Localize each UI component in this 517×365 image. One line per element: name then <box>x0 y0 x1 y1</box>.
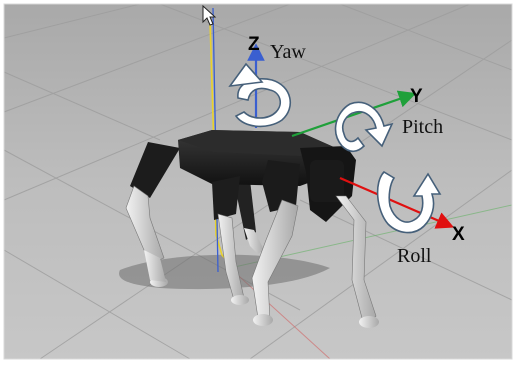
ground-grid <box>3 3 513 360</box>
mouse-cursor-icon <box>202 4 217 26</box>
x-axis-label: X <box>452 224 465 245</box>
robot-body <box>178 130 356 222</box>
front-right-leg <box>251 160 379 328</box>
y-axis-arrow <box>291 90 417 138</box>
front-left-leg <box>212 176 249 305</box>
pitch-rotation-arrow <box>334 101 394 153</box>
z-axis-label: Z <box>248 34 260 55</box>
pitch-label: Pitch <box>402 116 443 138</box>
rear-left-leg <box>125 142 180 287</box>
yaw-rotation-arrow <box>228 62 292 128</box>
roll-label: Roll <box>397 245 432 267</box>
viewport-border <box>3 3 513 360</box>
yaw-label: Yaw <box>270 41 306 63</box>
roll-rotation-arrow <box>376 170 442 234</box>
y-axis-label: Y <box>410 86 423 107</box>
